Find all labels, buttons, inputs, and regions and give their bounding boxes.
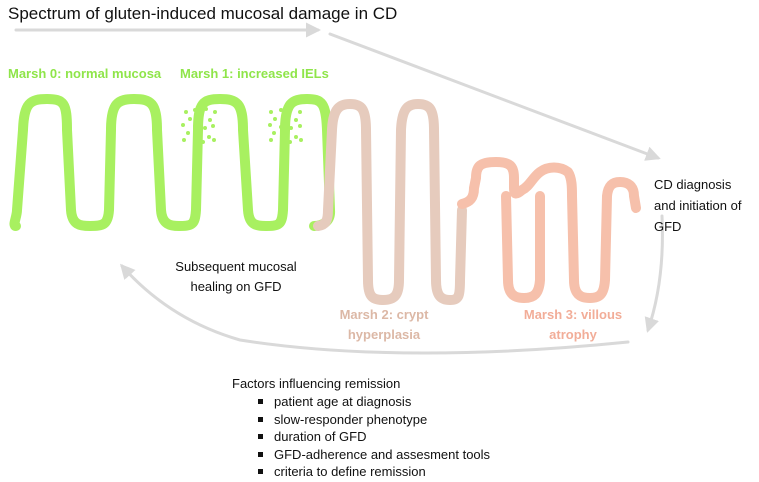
marsh3-crypt — [501, 191, 545, 303]
mucosal-healing-label: Subsequent mucosal healing on GFD — [175, 259, 297, 294]
diagonal-arrow — [328, 32, 661, 161]
list-item: criteria to define remission — [258, 463, 490, 481]
bullet-icon — [258, 399, 263, 404]
list-item: GFD-adherence and assesment tools — [258, 446, 490, 464]
marsh0-villi — [9, 94, 336, 231]
bullet-icon — [258, 434, 263, 439]
factors-list: patient age at diagnosis slow-responder … — [258, 393, 490, 481]
factor-text: patient age at diagnosis — [274, 394, 412, 409]
bullet-icon — [258, 469, 263, 474]
bullet-icon — [258, 451, 263, 457]
factor-text: GFD-adherence and assesment tools — [274, 446, 491, 462]
bullet-icon — [258, 416, 263, 422]
factor-text: slow-responder phenotype — [274, 411, 428, 427]
cd-diagnosis-label: CD diagnosis and initiation of GFD — [654, 177, 742, 234]
factor-text: criteria to define remission — [274, 464, 426, 479]
right-down-arrow — [644, 214, 664, 333]
marsh3-villi — [457, 157, 641, 303]
bottom-return-arrow — [120, 263, 630, 355]
marsh0-label: Marsh 0: normal mucosa — [8, 66, 162, 81]
marsh1-label: Marsh 1: increased IELs — [180, 66, 329, 81]
diagram-title: Spectrum of gluten-induced mucosal damag… — [8, 4, 398, 23]
marsh3-label: Marsh 3: villous atrophy — [523, 307, 623, 342]
marsh2-villi — [313, 99, 467, 305]
factor-text: duration of GFD — [274, 429, 367, 444]
factors-title: Factors influencing remission — [232, 376, 401, 391]
list-item: slow-responder phenotype — [258, 411, 490, 429]
list-item: patient age at diagnosis — [258, 393, 490, 411]
cycle-arrows — [14, 22, 664, 355]
list-item: duration of GFD — [258, 428, 490, 446]
marsh2-label: Marsh 2: crypt hyperplasia — [339, 307, 429, 342]
iel-dots — [181, 107, 303, 144]
